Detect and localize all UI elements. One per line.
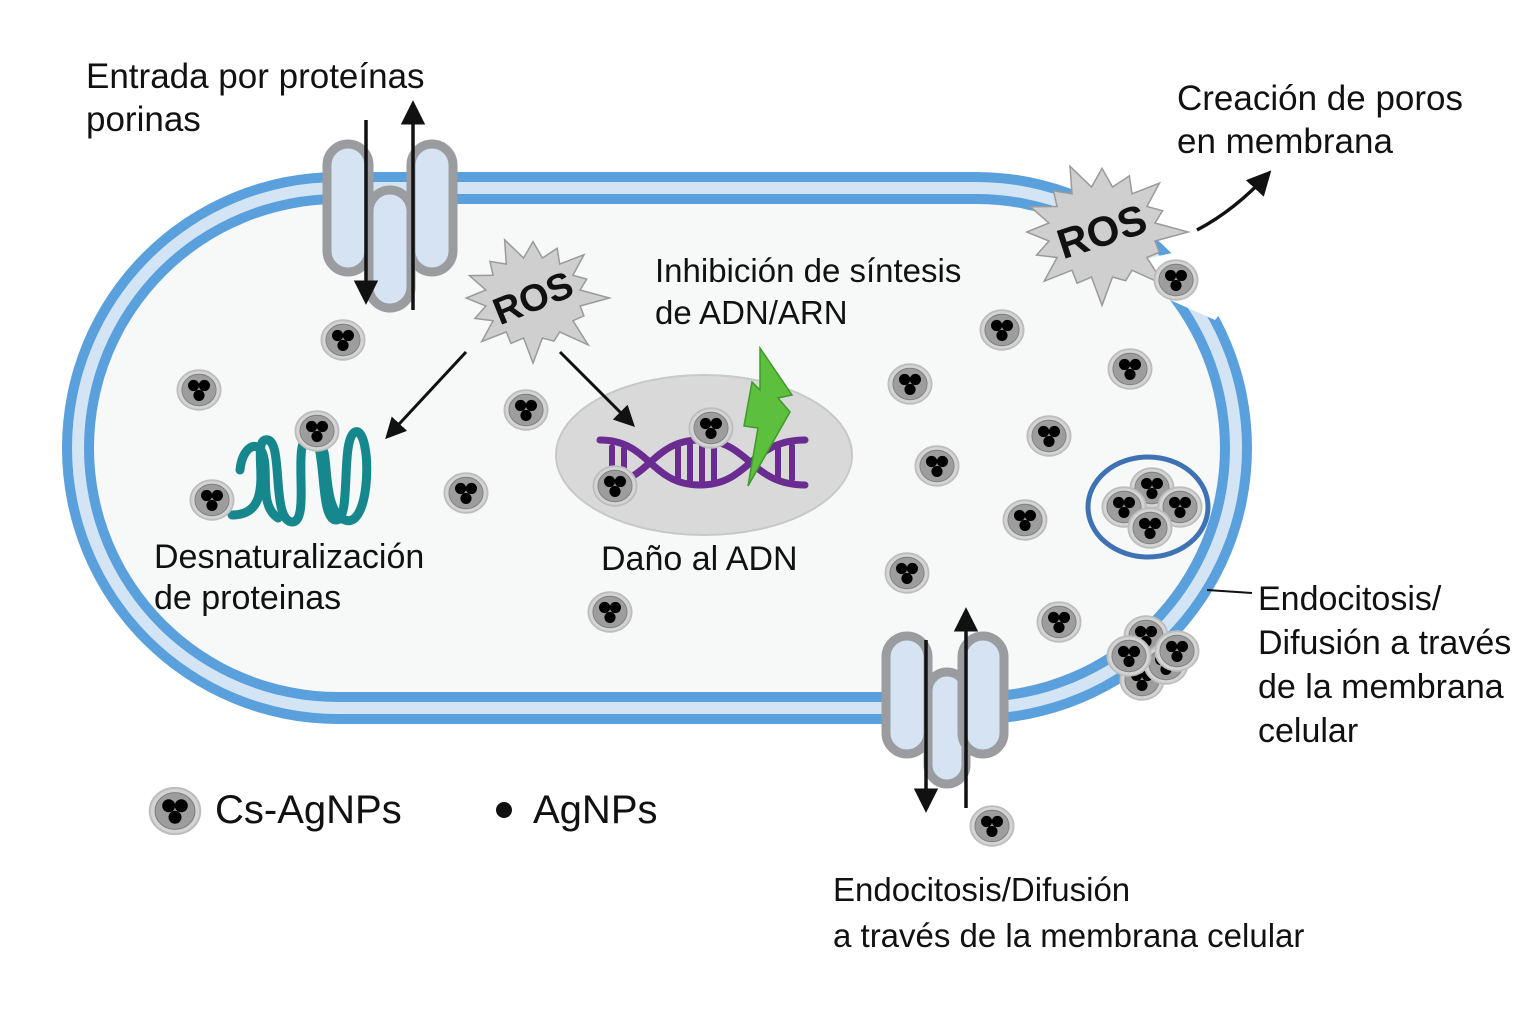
cs-agnp-particle <box>914 445 960 487</box>
cs-agnp-particle <box>688 407 734 449</box>
cs-agnp-particle <box>1036 601 1082 643</box>
endocytic-vesicle <box>1085 454 1211 560</box>
cs-agnp-particle <box>189 479 235 521</box>
cs-agnp-particle <box>1026 415 1072 457</box>
cs-agnp-particle <box>1106 635 1152 677</box>
ros-burst-right: ROS <box>1024 164 1191 308</box>
label-endocytosis-bottom: Endocitosis/Difusión a través de la memb… <box>833 867 1304 959</box>
label-line: Creación de poros <box>1177 79 1463 118</box>
cs-agnp-particle <box>979 309 1025 351</box>
ros-burst-center: ROS <box>464 237 613 366</box>
label-pore-creation: Creación de poros en membrana <box>1177 77 1463 163</box>
cs-agnp-particle <box>587 591 633 633</box>
cs-agnp-particle <box>1153 259 1199 301</box>
cs-agnp-particle <box>1002 499 1048 541</box>
label-porin-entry: Entrada por proteínas porinas <box>86 55 425 141</box>
legend-cs-agnps-label: Cs-AgNPs <box>215 788 402 832</box>
cs-agnp-particle <box>148 786 202 836</box>
label-line: Desnaturalización <box>154 538 425 576</box>
pore-creation-arrow <box>1196 170 1272 232</box>
label-line: celular <box>1258 712 1359 750</box>
ros-to-dna-arrow <box>558 350 635 427</box>
cs-agnp-particle <box>884 552 930 594</box>
particles-layer <box>176 259 1203 847</box>
cs-agnp-particle <box>1154 630 1200 672</box>
lightning-damage-icon <box>743 345 794 487</box>
label-protein-denaturation: Desnaturalización de proteinas <box>154 537 424 619</box>
ros-to-protein-arrow <box>385 350 468 440</box>
label-line: de proteinas <box>154 579 342 617</box>
cs-agnp-particle <box>443 472 489 514</box>
cs-agnp-particle <box>969 805 1015 847</box>
label-synthesis-inhibition: Inhibición de síntesis de ADN/ARN <box>655 250 961 334</box>
legend-agnps-symbol <box>496 802 512 818</box>
endocytosis-leader-line <box>1206 589 1253 594</box>
label-line: Daño al ADN <box>601 540 798 578</box>
cs-agnp-particle <box>1157 486 1203 528</box>
label-line: Endocitosis/ <box>1258 580 1442 618</box>
cs-agnp-particle <box>887 363 933 405</box>
label-line: Inhibición de síntesis <box>655 252 962 289</box>
cs-agnp-particle <box>1107 348 1153 390</box>
label-endocytosis-right: Endocitosis/ Difusión a través de la mem… <box>1258 577 1511 753</box>
denatured-protein-icon <box>227 427 372 527</box>
legend-agnps-label: AgNPs <box>533 788 658 832</box>
label-line: Entrada por proteínas <box>86 57 425 96</box>
label-line: porinas <box>86 100 201 139</box>
cs-agnp-particle <box>176 369 222 411</box>
label-line: Difusión a través <box>1258 624 1512 662</box>
cs-agnp-particle <box>592 465 638 507</box>
cs-agnp-particle <box>320 319 366 361</box>
label-line: de la membrana <box>1258 668 1504 706</box>
label-dna-damage: Daño al ADN <box>601 538 798 581</box>
legend-cs-agnps-symbol <box>148 786 202 836</box>
label-line: en membrana <box>1177 122 1393 161</box>
porin-channel-top <box>322 139 458 313</box>
cs-agnp-particle <box>1127 507 1173 549</box>
label-line: Endocitosis/Difusión <box>833 871 1131 908</box>
legend <box>148 786 512 836</box>
label-line: de ADN/ARN <box>655 294 848 331</box>
cs-agnp-particle <box>294 410 340 452</box>
cs-agnp-particle <box>503 389 549 431</box>
label-line: a través de la membrana celular <box>833 917 1305 954</box>
